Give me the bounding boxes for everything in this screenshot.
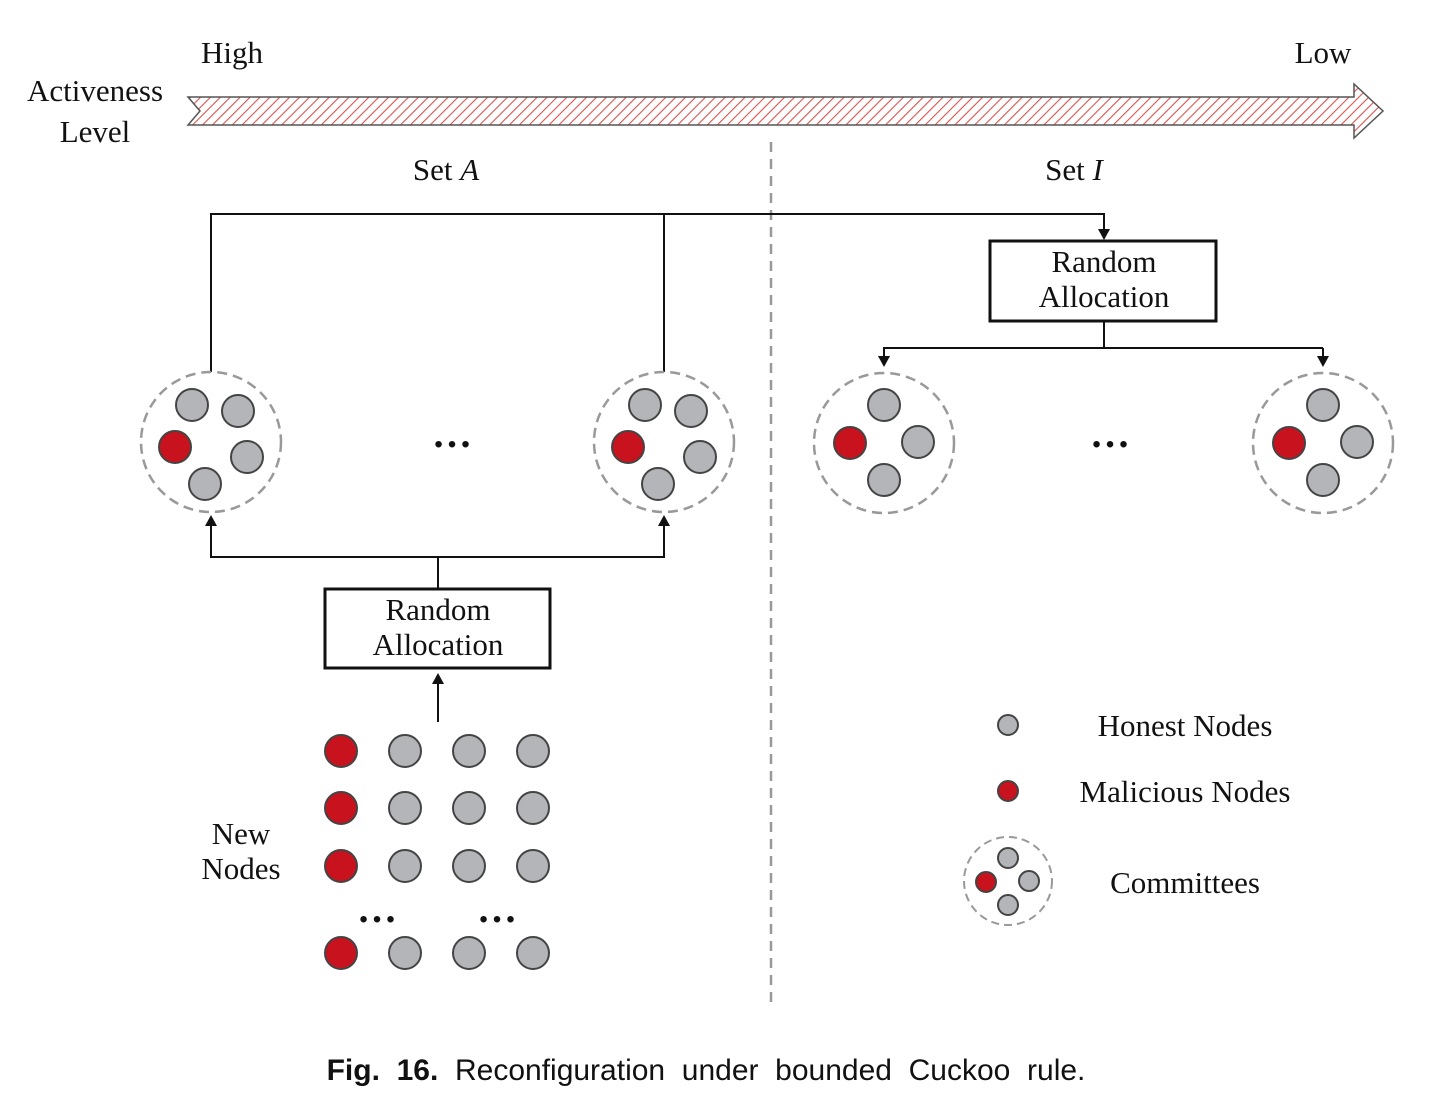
ellipsis-new-nodes-right: … <box>477 886 517 931</box>
arrowhead-set-a-right <box>658 515 670 526</box>
new-nodes-label-line2: Nodes <box>201 851 280 886</box>
arrowhead-set-i-left <box>878 356 890 367</box>
ellipsis-set-a: … <box>432 411 472 456</box>
arrowhead-to-set-i-allocation <box>1098 229 1110 240</box>
connector-set-i-allocation <box>883 321 1105 358</box>
arrowhead-set-i-right <box>1317 356 1329 367</box>
high-label: High <box>201 35 264 70</box>
committee-set-i-2 <box>1251 371 1395 515</box>
random-allocation-box-set-a <box>323 587 552 670</box>
ellipsis-new-nodes-left: … <box>357 886 397 931</box>
ellipsis-set-i: … <box>1090 411 1130 456</box>
legend: Honest Nodes Malicious Nodes Committees <box>963 708 1291 926</box>
random-allocation-set-a-line1: Random <box>385 592 490 627</box>
set-i-label: Set I <box>1045 152 1104 187</box>
new-nodes-label-line1: New <box>212 816 271 851</box>
activeness-gradient-arrow <box>186 82 1385 140</box>
activeness-label-line1: Activeness <box>27 73 163 108</box>
figure-caption: Fig. 16. Reconfiguration under bounded C… <box>327 1054 1086 1087</box>
random-allocation-box-set-i <box>988 239 1218 323</box>
committee-set-i-1 <box>812 371 956 515</box>
legend-malicious-label: Malicious Nodes <box>1080 774 1291 809</box>
arrowhead-set-a-left <box>205 515 217 526</box>
legend-honest-swatch <box>997 714 1019 736</box>
random-allocation-set-a-line2: Allocation <box>373 627 504 662</box>
committee-set-a-2 <box>592 370 736 514</box>
committee-set-a-1 <box>139 370 283 514</box>
arrowhead-new-nodes <box>432 673 444 684</box>
legend-malicious-swatch <box>997 780 1019 802</box>
legend-committee-swatch <box>963 836 1053 926</box>
activeness-label-line2: Level <box>60 114 131 149</box>
legend-honest-label: Honest Nodes <box>1098 708 1273 743</box>
legend-committees-label: Committees <box>1110 865 1260 900</box>
random-allocation-set-i-line2: Allocation <box>1039 279 1170 314</box>
set-a-label: Set A <box>413 152 480 187</box>
connector-set-a-allocation <box>210 524 439 589</box>
random-allocation-set-i-line1: Random <box>1051 244 1156 279</box>
low-label: Low <box>1295 35 1352 70</box>
new-nodes-grid <box>324 734 550 970</box>
connector-top <box>210 213 1105 372</box>
connector-set-a-allocation-right <box>438 524 665 558</box>
